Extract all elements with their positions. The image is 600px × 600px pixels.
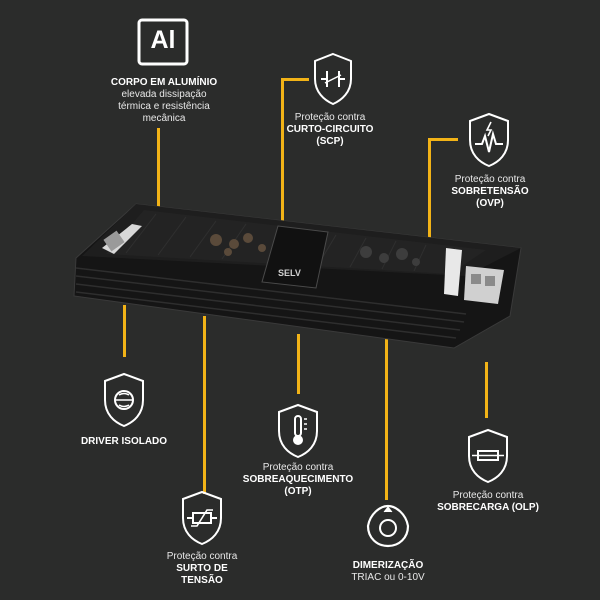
ovp-line-1: Proteção contra (454, 174, 526, 185)
dimming-line-1: DIMERIZAÇÃO (352, 560, 424, 571)
isolated-driver-shield-icon (102, 372, 146, 428)
aluminum-title: CORPO EM ALUMÍNIO (110, 77, 218, 88)
connector-line-dimming (385, 334, 388, 500)
dimmer-knob-icon (366, 504, 410, 548)
connector-line-aluminum (157, 128, 160, 212)
otp-line-1: Proteção contra (262, 462, 334, 473)
isolated-caption: DRIVER ISOLADO (68, 436, 180, 448)
olp-line-2: SOBRECARGA (OLP) (437, 502, 539, 513)
ovp-line-2: SOBRETENSÃO (451, 186, 529, 197)
overvoltage-shield-icon (467, 112, 511, 168)
otp-caption: Proteção contra SOBREAQUECIMENTO (OTP) (238, 462, 358, 498)
surge-caption: Proteção contra SURTO DE TENSÃO (150, 551, 254, 587)
led-driver-device: SELV (73, 203, 522, 349)
connector-line-ovp-v (428, 138, 431, 244)
olp-line-1: Proteção contra (452, 490, 524, 501)
scp-line-1: Proteção contra (294, 112, 366, 123)
scp-line-3: (SCP) (316, 136, 344, 147)
connector-line-isolated (123, 305, 126, 357)
connector-line-ovp-h (428, 138, 458, 141)
ovp-line-3: (OVP) (476, 198, 504, 209)
scp-caption: Proteção contra CURTO-CIRCUITO (SCP) (275, 112, 385, 148)
connector-line-olp (485, 362, 488, 418)
isolated-title: DRIVER ISOLADO (80, 436, 168, 447)
connector-line-otp (297, 334, 300, 394)
surge-line-1: Proteção contra (166, 551, 238, 562)
aluminum-caption: CORPO EM ALUMÍNIO elevada dissipação tér… (92, 77, 236, 125)
scp-line-2: CURTO-CIRCUITO (286, 124, 374, 135)
surge-line-2: SURTO DE (176, 563, 228, 574)
surge-line-3: TENSÃO (181, 575, 223, 586)
otp-line-2: SOBREAQUECIMENTO (242, 474, 354, 485)
short-circuit-shield-icon (312, 52, 354, 106)
olp-caption: Proteção contra SOBRECARGA (OLP) (430, 490, 546, 514)
dimming-line-2: TRIAC ou 0-10V (351, 572, 425, 583)
aluminum-desc-3: mecânica (142, 113, 186, 124)
connector-line-scp-v (281, 78, 284, 228)
aluminum-icon (137, 18, 189, 66)
ovp-caption: Proteção contra SOBRETENSÃO (OVP) (436, 174, 544, 210)
dimming-caption: DIMERIZAÇÃO TRIAC ou 0-10V (330, 560, 446, 584)
connector-line-scp-h (281, 78, 309, 81)
fuse-shield-icon (466, 428, 510, 484)
connector-line-surge (203, 316, 206, 494)
thermometer-shield-icon (276, 403, 320, 459)
device-label-selv: SELV (278, 268, 301, 278)
aluminum-desc-1: elevada dissipação (121, 89, 207, 100)
aluminum-desc-2: térmica e resistência (118, 101, 210, 112)
otp-line-3: (OTP) (284, 486, 312, 497)
surge-shield-icon (180, 490, 224, 546)
aluminum-symbol: Al (150, 26, 176, 54)
